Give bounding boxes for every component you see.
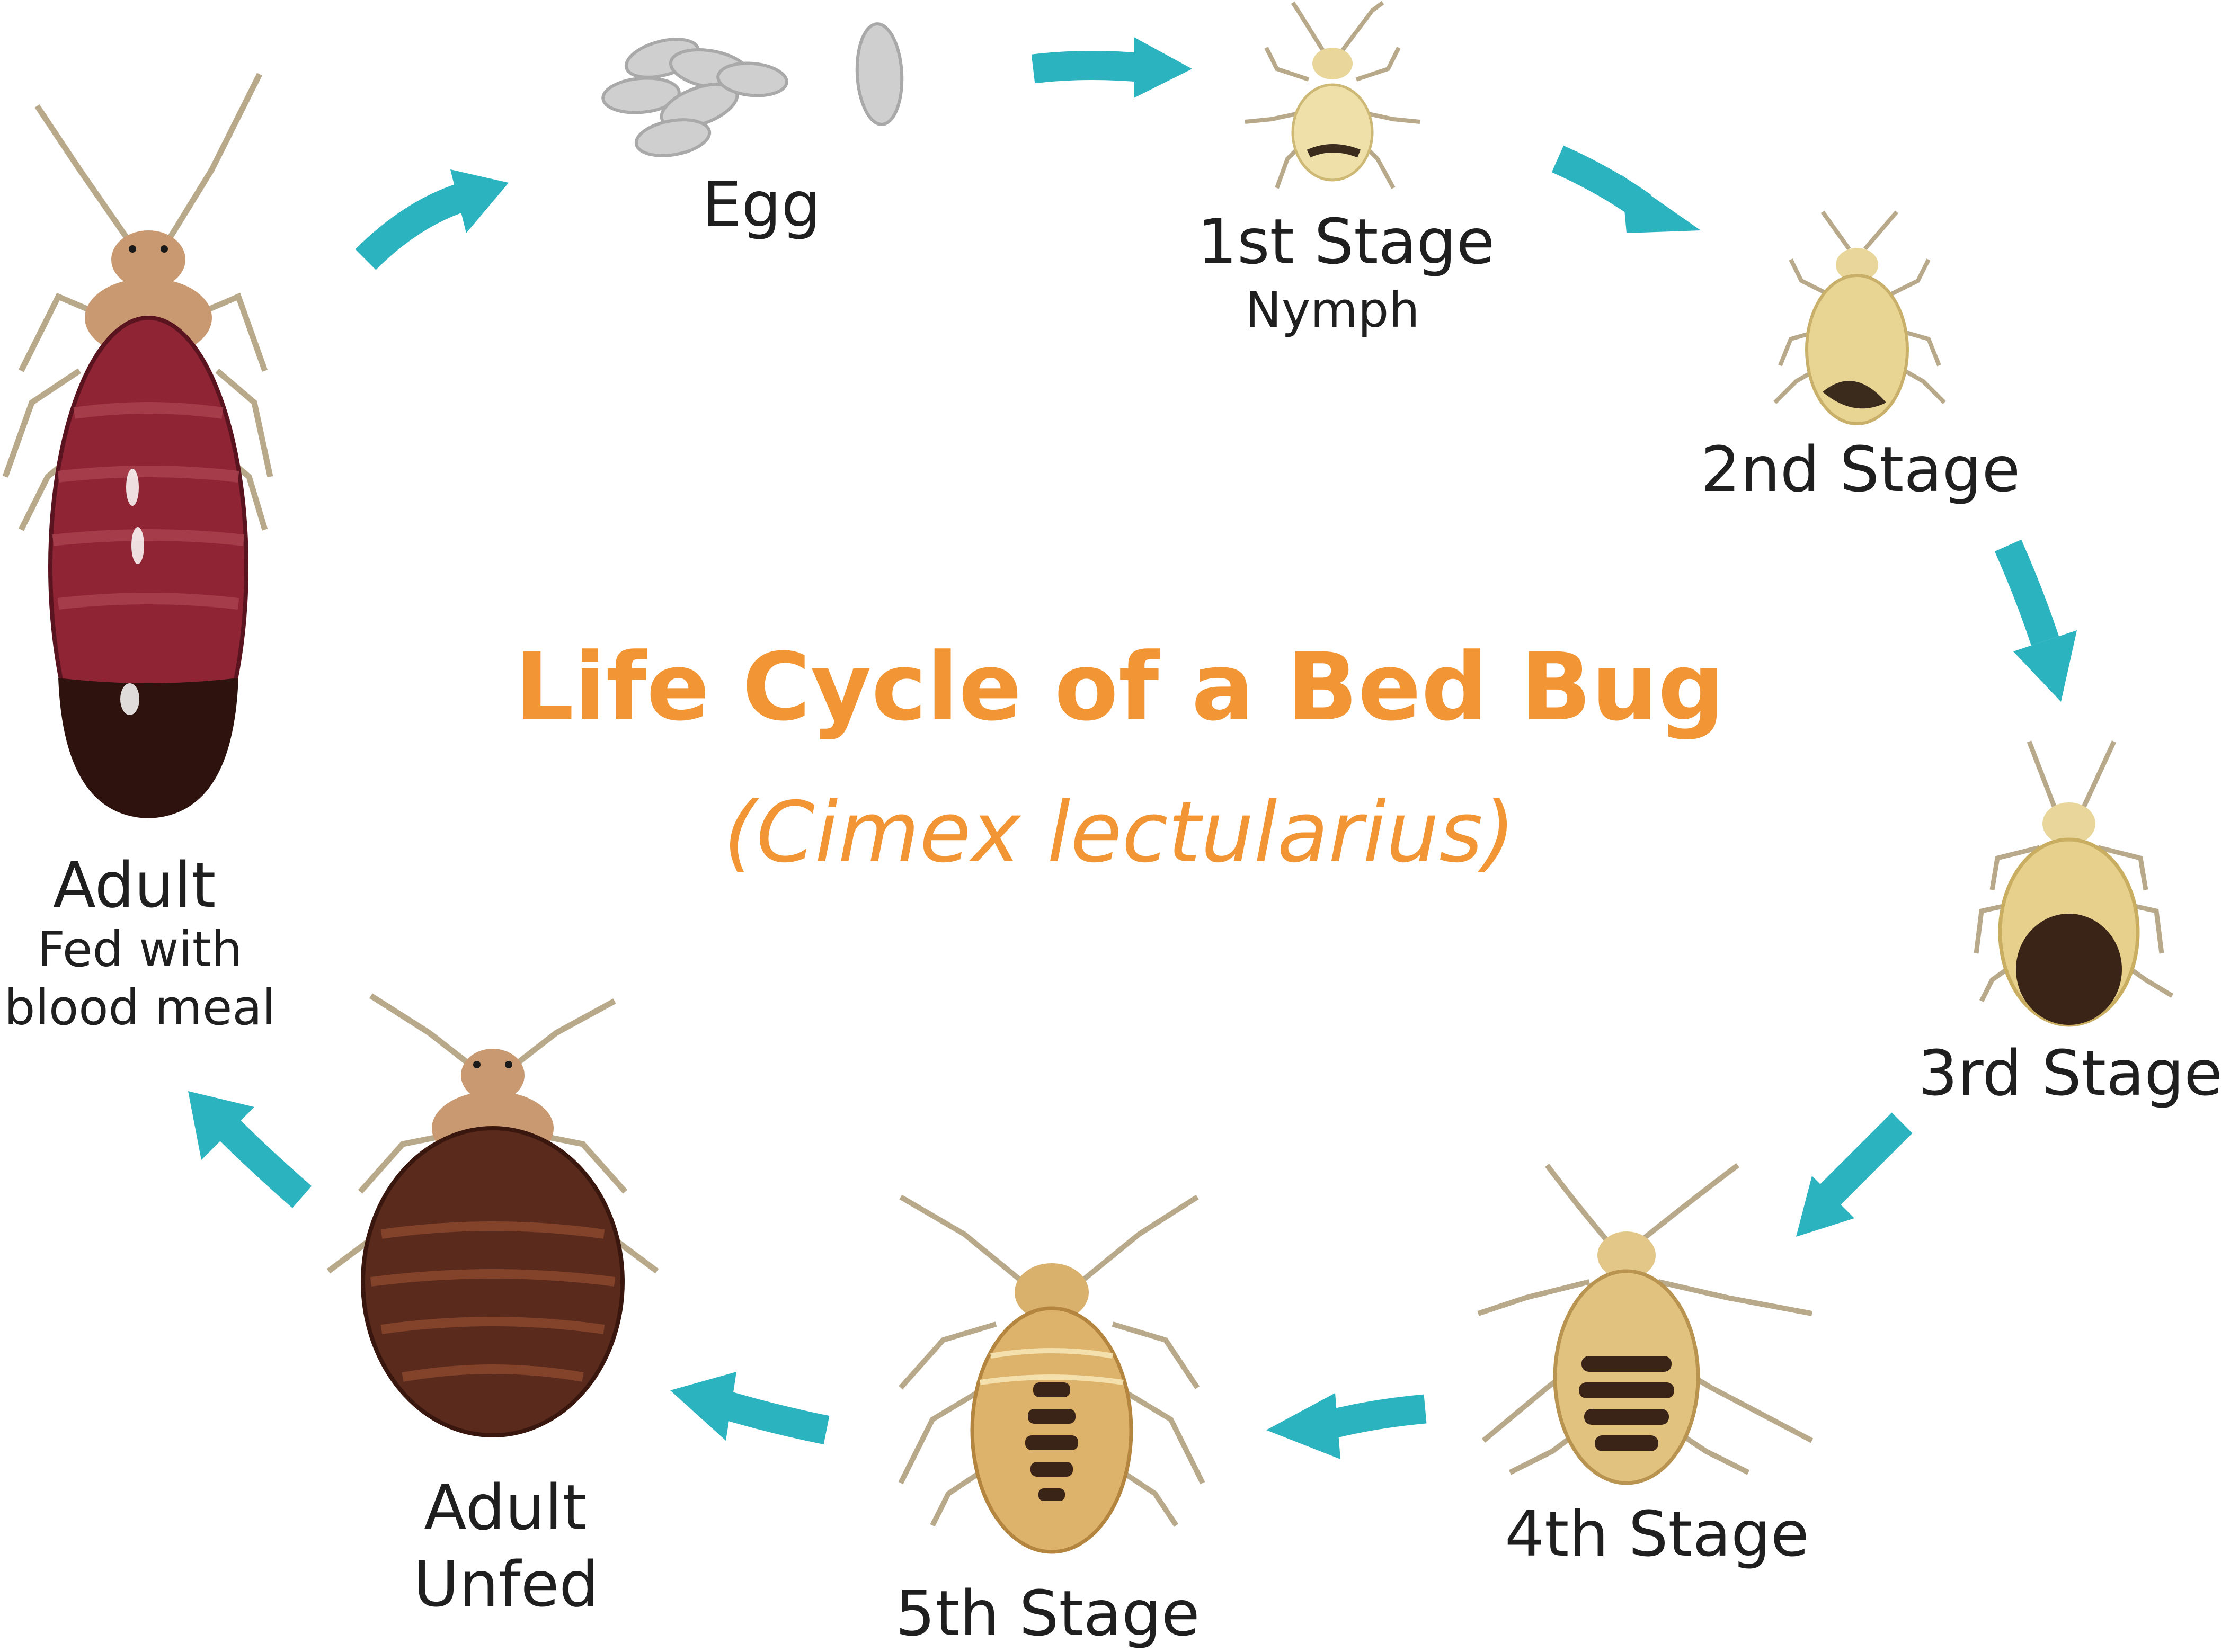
stage1-sublabel: Nymph [1245,282,1420,338]
arrow-stage3-to-stage4 [1796,1112,1913,1237]
adult-unfed-icon [326,993,659,1437]
stage1-label: 1st Stage [1197,205,1495,278]
stage5-nymph-icon [898,1194,1205,1554]
egg-cluster-icon [601,22,904,157]
adult-fed-icon [2,73,273,818]
arrow-stage1-to-stage2 [1551,145,1701,233]
diagram-title: Life Cycle of a Bed Bug [514,633,1725,742]
egg-label: Egg [702,168,821,241]
arrow-egg-to-stage1 [1031,37,1192,98]
diagram-subtitle: (Cimex lectularius) [723,784,1516,881]
stage4-label: 4th Stage [1505,1497,1809,1570]
arrow-unfed-to-fed [188,1091,312,1208]
stage3-nymph-icon [1974,740,2174,1027]
adult-unfed-sublabel: Unfed [413,1548,599,1621]
arrow-stage5-to-unfed [670,1372,830,1444]
adult-fed-label: Adult [53,849,216,922]
arrow-stage4-to-stage5 [1266,1393,1427,1459]
adult-unfed-label: Adult [424,1471,587,1544]
arrow-stage2-to-stage3 [1994,539,2077,702]
adult-fed-sublabel-1: Fed with [37,921,243,978]
stage5-label: 5th Stage [895,1577,1200,1650]
stage3-label: 3rd Stage [1918,1037,2223,1110]
arrow-adult-to-egg [355,169,509,270]
adult-fed-sublabel-2: blood meal [4,979,276,1036]
stage2-label: 2nd Stage [1701,433,2021,506]
stage1-nymph-icon [1245,1,1420,189]
stage4-nymph-icon [1477,1163,1814,1485]
stage2-nymph-icon [1773,210,1946,425]
